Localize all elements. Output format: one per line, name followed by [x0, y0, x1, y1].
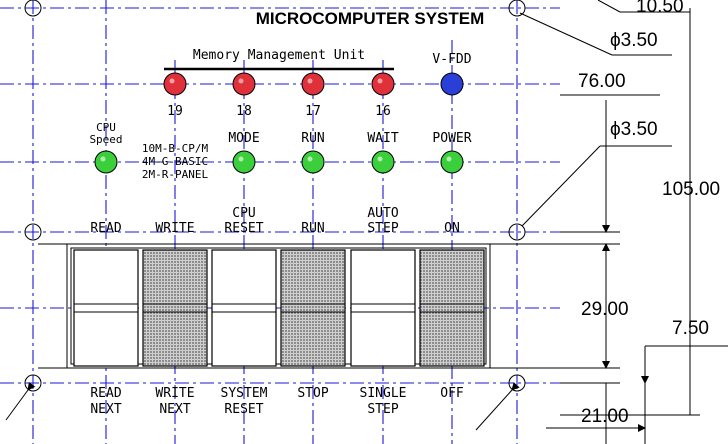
status-led-label: MODE [228, 131, 259, 146]
address-led-label: 16 [375, 104, 391, 119]
dim-21: 21.00 [581, 406, 629, 427]
dim-29: 29.00 [581, 299, 629, 320]
dimension-texts: 10.50 ϕ3.50 76.00 ϕ3.50 105.00 29.00 7.5… [578, 0, 720, 427]
switch-bottom-label: OFF [440, 386, 464, 401]
mmu-label: Memory Management Unit [193, 48, 365, 63]
switch-top-label: READ [90, 221, 121, 236]
dim-7-5: 7.50 [672, 318, 709, 339]
leaders [5, 0, 690, 431]
hole-top-left [24, 0, 42, 17]
status-led-label: WAIT [367, 131, 398, 146]
address-led-17: 17 [301, 72, 325, 119]
status-led-mode: MODE [228, 131, 260, 174]
address-led-19: 19 [163, 72, 187, 119]
dim-hole-top: ϕ3.50 [610, 30, 658, 51]
toggle-switch[interactable] [73, 249, 139, 367]
status-leds: MODE RUN WAIT POWER [94, 131, 472, 174]
dim-76: 76.00 [578, 71, 626, 92]
speed-mode-item: 4M-G-BASIC [142, 155, 208, 168]
toggle-switch[interactable] [280, 249, 346, 367]
switches [73, 249, 485, 367]
hole-top-right [508, 0, 526, 17]
speed-mode-item: 10M-B-CP/M [142, 142, 209, 155]
switch-top-label: WRITE [155, 221, 194, 236]
vfdd-led [440, 72, 464, 96]
hole-mid-right [508, 223, 526, 241]
status-led-label: POWER [432, 131, 471, 146]
switch-bottom-label: STOP [297, 386, 328, 401]
cpu-speed-led [94, 150, 118, 174]
switch-top-label: ON [444, 221, 460, 236]
panel-title: MICROCOMPUTER SYSTEM [256, 9, 485, 28]
toggle-switch[interactable] [350, 249, 416, 367]
toggle-switch[interactable] [211, 249, 277, 367]
speed-mode-item: 2M-R-PANEL [142, 168, 209, 181]
address-led-label: 17 [305, 104, 321, 119]
status-led-run: RUN [301, 131, 325, 174]
status-led-wait: WAIT [367, 131, 399, 174]
dim-hole-mid: ϕ3.50 [610, 119, 658, 140]
mounting-holes [24, 0, 526, 392]
switch-panel [38, 243, 620, 369]
status-led-label: RUN [301, 131, 324, 146]
address-leds: 19 18 17 16 [163, 72, 395, 119]
address-led-18: 18 [232, 72, 256, 119]
hole-mid-left [24, 223, 42, 241]
switch-top-label: RUN [301, 221, 324, 236]
hole-bottom-right [508, 374, 526, 392]
dim-105: 105.00 [662, 179, 720, 200]
address-led-label: 18 [236, 104, 252, 119]
vfdd-label: V-FDD [432, 52, 471, 67]
centerlines [0, 0, 560, 444]
toggle-switch[interactable] [142, 249, 208, 367]
address-led-16: 16 [371, 72, 395, 119]
dimension-lines [546, 8, 728, 444]
address-led-label: 19 [167, 104, 183, 119]
dim-top: 10.50 [636, 0, 684, 17]
hole-bottom-left [24, 374, 42, 392]
toggle-switch[interactable] [419, 249, 485, 367]
status-led-power: POWER [432, 131, 472, 174]
